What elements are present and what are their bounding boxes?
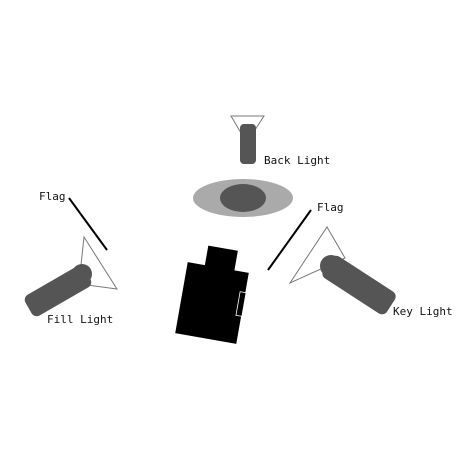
flag-left	[68, 197, 108, 251]
camera-icon	[175, 245, 249, 344]
back-light	[230, 115, 265, 164]
camera-side-panel	[235, 291, 247, 317]
key-light-label: Key Light	[393, 305, 453, 318]
camera-body	[175, 262, 249, 344]
flag-right	[267, 209, 312, 271]
flag-right-label: Flag	[317, 201, 344, 214]
key-light	[288, 226, 396, 315]
camera-viewfinder	[204, 245, 238, 275]
fill-light	[24, 235, 118, 317]
back-light-body	[240, 124, 256, 164]
flag-left-label: Flag	[39, 190, 66, 203]
fill-light-lens	[72, 264, 92, 284]
fill-light-label: Fill Light	[47, 313, 113, 326]
light-pool-inner	[220, 184, 266, 212]
key-light-lens	[320, 255, 342, 277]
back-light-label: Back Light	[264, 154, 330, 167]
key-light-beam	[288, 226, 346, 285]
